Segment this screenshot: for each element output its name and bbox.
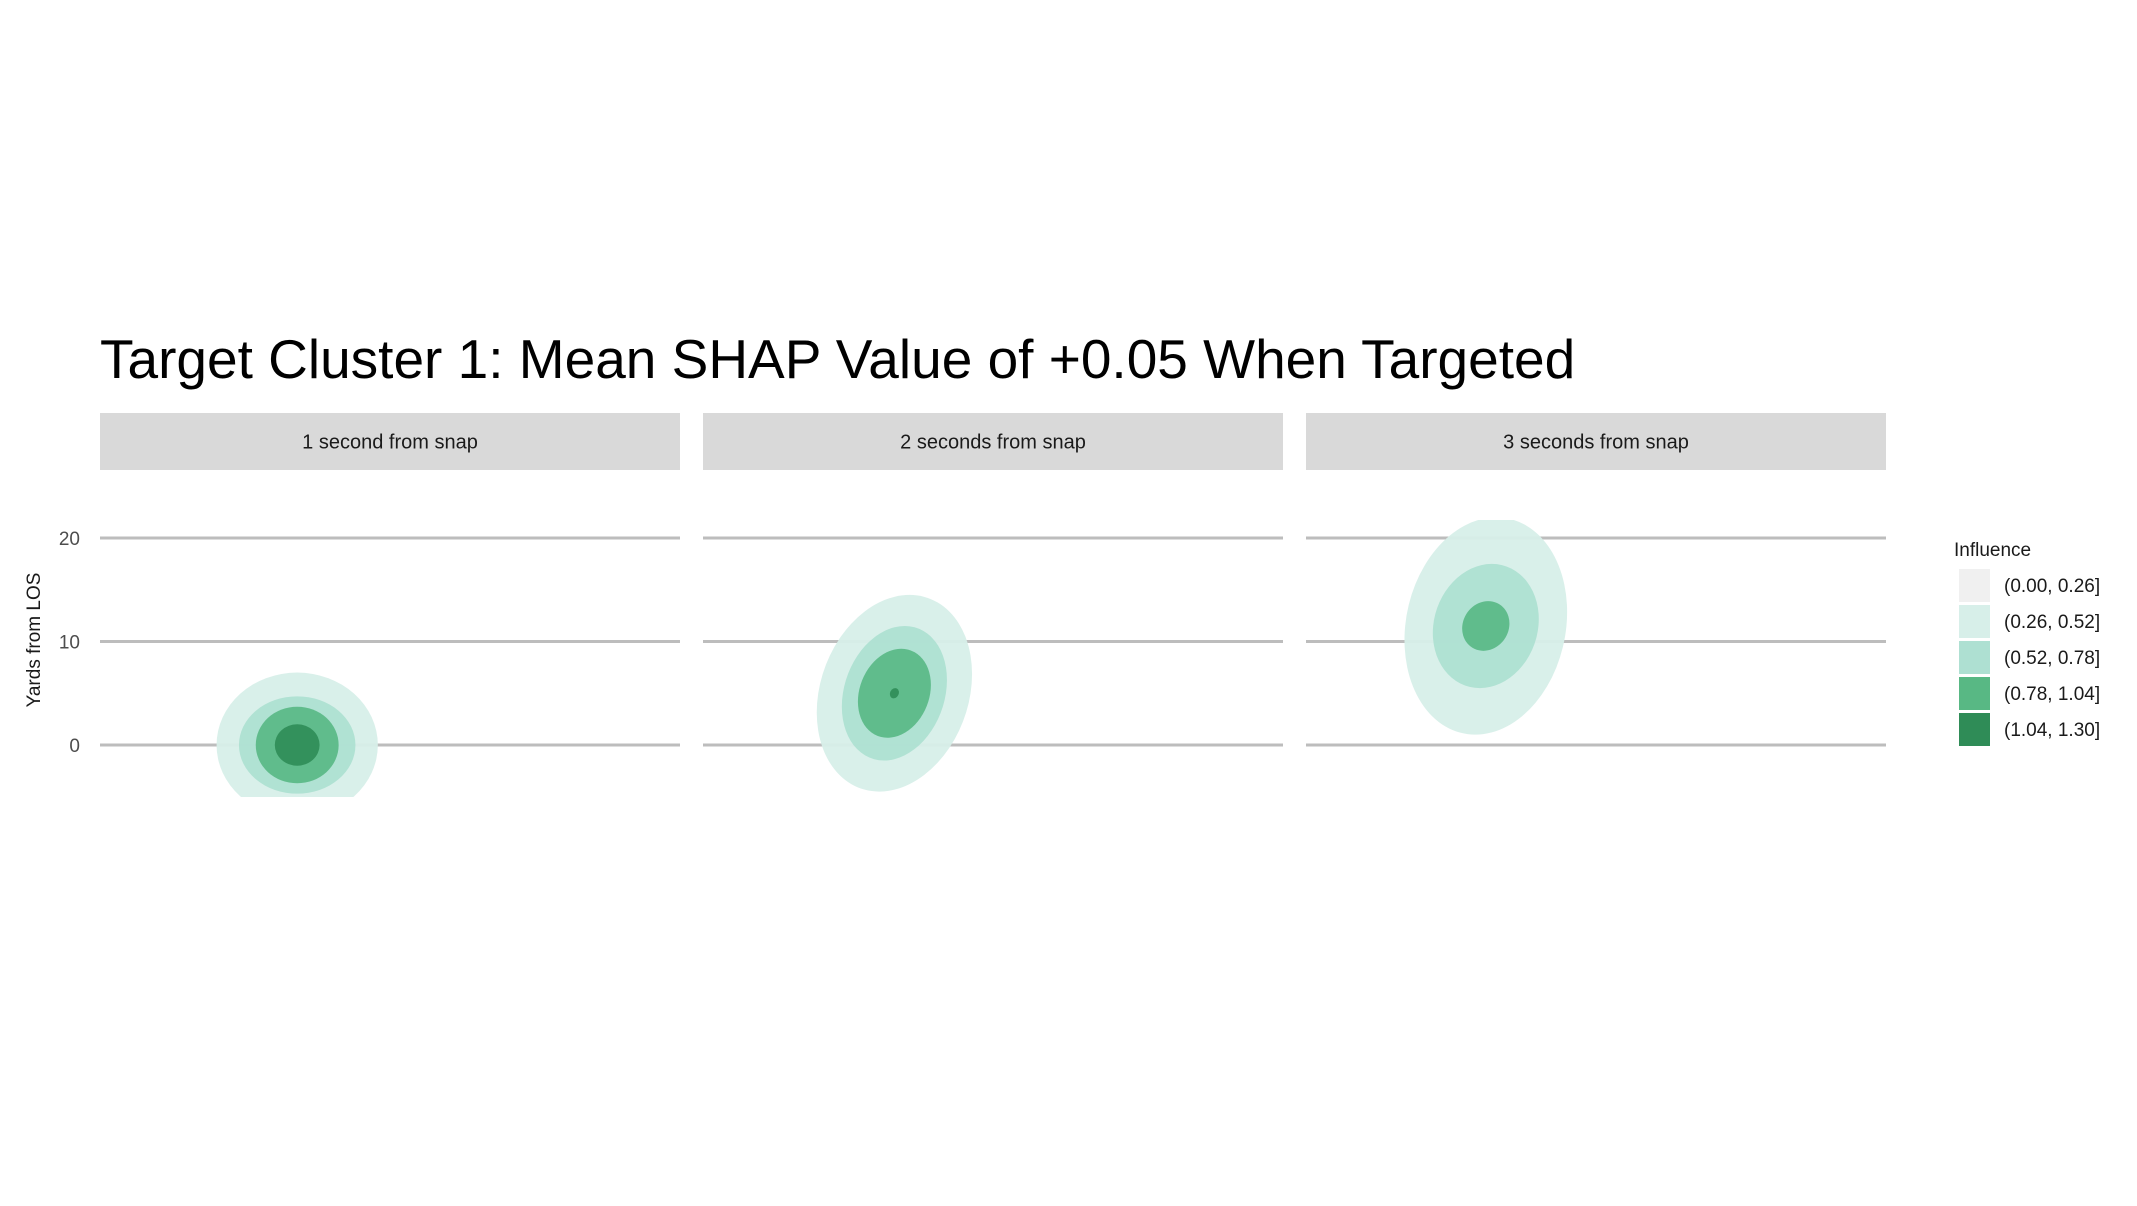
facet-strip — [1306, 413, 1886, 470]
facet-strip-label: 1 second from snap — [302, 432, 478, 454]
legend-label-3: (0.52, 0.78] — [2004, 648, 2100, 669]
density-contours — [216, 672, 378, 797]
y-tick-label-20: 20 — [59, 529, 80, 550]
facet-panel-3: 3 seconds from snap — [1306, 413, 1886, 747]
legend-key-5 — [1959, 713, 1990, 746]
chart-title: Target Cluster 1: Mean SHAP Value of +0.… — [100, 328, 1575, 390]
legend-label-1: (0.00, 0.26] — [2004, 576, 2100, 597]
facet-panel-1: 1 second from snap — [100, 413, 680, 797]
legend-key-2 — [1959, 605, 1990, 638]
legend-label-5: (1.04, 1.30] — [2004, 720, 2100, 741]
legend: Influence (0.00, 0.26] (0.26, 0.52] (0.52,… — [1954, 540, 2100, 746]
legend-label-4: (0.78, 1.04] — [2004, 684, 2100, 705]
contour-level-4 — [889, 688, 899, 699]
y-axis: Yards from LOS 0 10 20 — [24, 529, 80, 757]
legend-key-3 — [1959, 641, 1990, 674]
legend-key-4 — [1959, 677, 1990, 710]
legend-title: Influence — [1954, 540, 2031, 561]
facet-strip-label: 3 seconds from snap — [1503, 432, 1689, 454]
facet-panels: 1 second from snap 2 seconds from snap 3 s… — [100, 413, 1886, 797]
facet-strip — [703, 413, 1283, 470]
legend-key-1 — [1959, 569, 1990, 602]
density-contours — [1404, 520, 1568, 735]
y-axis-label: Yards from LOS — [24, 573, 45, 708]
facet-panel-2: 2 seconds from snap — [703, 413, 1283, 792]
facet-strip-label: 2 seconds from snap — [900, 432, 1086, 454]
density-contours — [816, 594, 973, 792]
legend-label-2: (0.26, 0.52] — [2004, 612, 2100, 633]
y-tick-label-10: 10 — [59, 633, 80, 654]
facet-strip — [100, 413, 680, 470]
contour-level-4 — [274, 724, 320, 766]
y-tick-label-0: 0 — [69, 736, 80, 757]
contour-level-3 — [1462, 601, 1510, 651]
